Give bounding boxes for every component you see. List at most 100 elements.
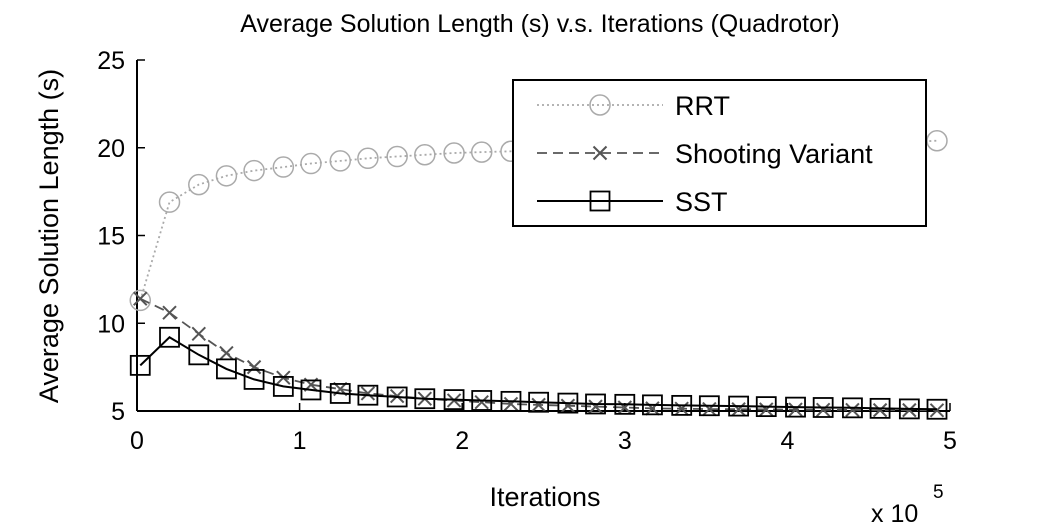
x-tick-label: 1 (293, 427, 307, 455)
y-tick-label: 20 (97, 135, 125, 163)
x-marker (246, 359, 262, 375)
x-marker-stroke (503, 396, 519, 412)
circle-marker (589, 94, 611, 116)
x-marker-stroke (588, 399, 603, 414)
square-marker (755, 396, 777, 418)
x-marker-stroke (902, 402, 917, 418)
square-marker (728, 395, 750, 417)
x-tick-label: 0 (130, 427, 144, 455)
x-marker (788, 402, 803, 417)
x-marker-stroke (815, 402, 831, 417)
legend-box (512, 79, 927, 227)
square-marker (698, 395, 720, 417)
x-marker-stroke (219, 345, 234, 361)
y-tick-label: 5 (111, 398, 125, 426)
axes: 0 1 2 3 4 5 5 10 15 20 25 (97, 47, 957, 455)
x-marker-stroke (845, 402, 860, 418)
circle-marker (357, 147, 379, 170)
x-marker (815, 402, 831, 417)
x-marker (531, 397, 546, 413)
x-marker-stroke (531, 397, 546, 413)
square-marker (869, 397, 891, 419)
square-marker (414, 388, 436, 410)
x-marker (560, 398, 576, 413)
circle-marker (188, 173, 210, 196)
x-tick-label: 2 (455, 427, 469, 455)
square-marker (329, 383, 351, 404)
y-tick-label: 10 (97, 310, 125, 338)
square-marker (357, 384, 379, 406)
square-marker (243, 369, 265, 390)
x-marker (162, 305, 177, 320)
x-tick-label: 4 (780, 427, 794, 455)
x-marker-stroke (788, 402, 803, 417)
circle-marker (329, 150, 351, 172)
square-marker (129, 354, 151, 376)
x-marker-stroke (246, 359, 262, 375)
series-sst (129, 326, 948, 420)
x-marker (902, 402, 917, 418)
x-marker-stroke (872, 402, 888, 418)
x-marker (929, 403, 945, 418)
square-marker (898, 398, 920, 420)
x-marker-stroke (560, 398, 576, 413)
x-marker-stroke (162, 305, 177, 320)
x-marker-stroke (702, 401, 717, 417)
circle-marker (129, 289, 152, 312)
x-marker-stroke (617, 400, 633, 415)
legend-label-shooting-variant: Shooting Variant (675, 139, 873, 169)
square-marker (785, 396, 806, 418)
x-marker-stroke (133, 291, 148, 306)
x-marker (474, 395, 489, 410)
circle-marker (300, 152, 322, 175)
y-tick-label: 15 (97, 223, 125, 251)
circle-marker (243, 159, 265, 182)
square-marker (812, 397, 834, 418)
legend-label-rrt: RRT (675, 91, 730, 121)
x-marker (219, 345, 234, 361)
x-axis-multiplier: x 10 (871, 500, 918, 525)
circle-marker (386, 145, 408, 168)
x-marker (588, 399, 603, 414)
x-marker (360, 386, 376, 401)
x-axis-label: Iterations (489, 482, 600, 512)
x-tick-label: 5 (943, 427, 957, 455)
circle-marker (443, 142, 465, 164)
circle-marker (414, 144, 436, 166)
square-marker (272, 376, 294, 397)
x-marker-stroke (674, 401, 689, 416)
circle-marker (158, 191, 181, 213)
square-marker (642, 394, 663, 416)
square-marker (500, 390, 522, 412)
circle-marker (272, 156, 295, 178)
square-marker (614, 393, 636, 415)
x-tick-label: 3 (618, 427, 632, 455)
square-marker (671, 394, 693, 416)
square-marker (585, 393, 606, 415)
x-marker-stroke (759, 402, 774, 417)
square-marker (216, 358, 237, 380)
x-marker-stroke (191, 326, 206, 341)
circle-marker (215, 165, 238, 187)
x-marker (872, 402, 888, 418)
square-marker (386, 386, 408, 408)
x-marker-stroke (929, 403, 945, 418)
legend-label-sst: SST (675, 187, 728, 217)
x-marker-stroke (474, 395, 489, 410)
x-marker (592, 145, 608, 161)
x-marker (731, 402, 746, 417)
square-marker (589, 190, 611, 212)
x-axis-multiplier-exponent: 5 (933, 482, 944, 503)
square-marker (471, 390, 493, 411)
chart-title: Average Solution Length (s) v.s. Iterati… (240, 10, 839, 38)
x-marker (503, 396, 519, 412)
circle-marker (470, 141, 493, 163)
square-marker (443, 389, 465, 410)
square-marker (159, 326, 180, 348)
x-marker (759, 402, 774, 417)
y-tick-label: 25 (97, 47, 125, 75)
x-marker-stroke (731, 402, 746, 417)
square-marker (842, 397, 863, 419)
